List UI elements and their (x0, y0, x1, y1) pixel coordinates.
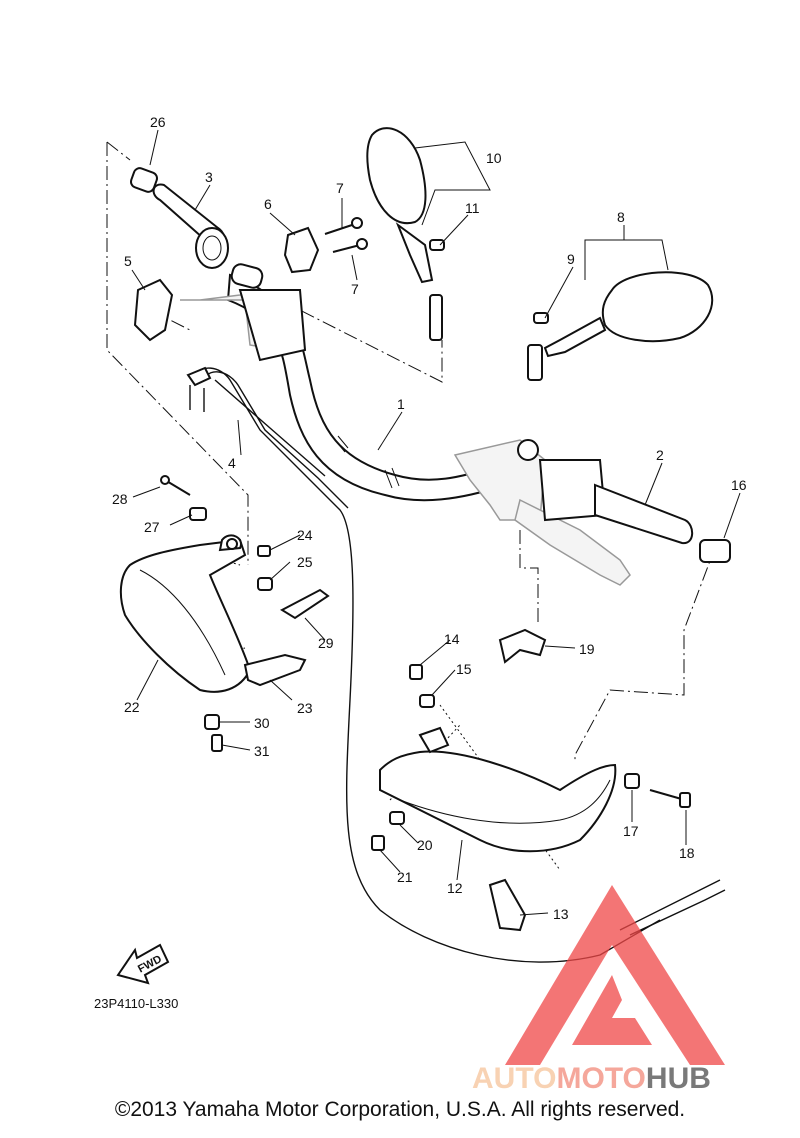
visor (119, 534, 252, 693)
callout-21: 21 (397, 869, 413, 885)
callout-4: 4 (228, 455, 236, 471)
callout-22: 22 (124, 699, 140, 715)
left-mirror (366, 127, 445, 341)
right-grip-assembly (453, 439, 731, 586)
callout-17: 17 (623, 823, 639, 839)
callout-25: 25 (297, 554, 313, 570)
callout-5: 5 (124, 253, 132, 269)
callout-23: 23 (297, 700, 313, 716)
automotohub-logo: AUTOMOTOHUB (472, 885, 725, 1095)
right-mirror (527, 271, 714, 381)
callout-24: 24 (297, 527, 313, 543)
knuckle-guard (379, 726, 617, 853)
logo-hub: HUB (646, 1062, 711, 1095)
callout-7b: 7 (351, 281, 359, 297)
left-hardware (160, 475, 330, 752)
callout-6: 6 (264, 196, 272, 212)
callout-31: 31 (254, 743, 270, 759)
callout-1: 1 (397, 396, 405, 412)
callout-13: 13 (553, 906, 569, 922)
callout-2: 2 (656, 447, 664, 463)
logo-moto: MOTO (556, 1062, 645, 1095)
callout-18: 18 (679, 845, 695, 861)
callout-3: 3 (205, 169, 213, 185)
callout-12: 12 (447, 880, 463, 896)
right-hardware (371, 628, 691, 932)
callout-9: 9 (567, 251, 575, 267)
holder-and-screws (283, 217, 368, 274)
svg-text:AUTOMOTOHUB: AUTOMOTOHUB (472, 1062, 711, 1095)
callout-labels: 26 3 5 6 7 7 10 11 8 9 1 2 16 4 28 27 24… (112, 114, 747, 922)
left-grip-assembly (129, 167, 307, 362)
cables (186, 366, 726, 963)
callout-20: 20 (417, 837, 433, 853)
callout-16: 16 (731, 477, 747, 493)
callout-30: 30 (254, 715, 270, 731)
logo-auto: AUTO (472, 1062, 556, 1095)
callout-29: 29 (318, 635, 334, 651)
callout-15: 15 (456, 661, 472, 677)
fwd-arrow: FWD (116, 943, 170, 985)
copyright-notice: ©2013 Yamaha Motor Corporation, U.S.A. A… (114, 1098, 686, 1121)
callout-10: 10 (486, 150, 502, 166)
callout-28: 28 (112, 491, 128, 507)
callout-14: 14 (444, 631, 460, 647)
diagram-code: 23P4110-L330 (94, 996, 178, 1011)
callout-11: 11 (465, 200, 480, 216)
callout-26: 26 (150, 114, 166, 130)
callout-8: 8 (617, 209, 625, 225)
callout-27: 27 (144, 519, 160, 535)
leader-lines (131, 129, 741, 916)
callout-7a: 7 (336, 180, 344, 196)
callout-19: 19 (579, 641, 595, 657)
